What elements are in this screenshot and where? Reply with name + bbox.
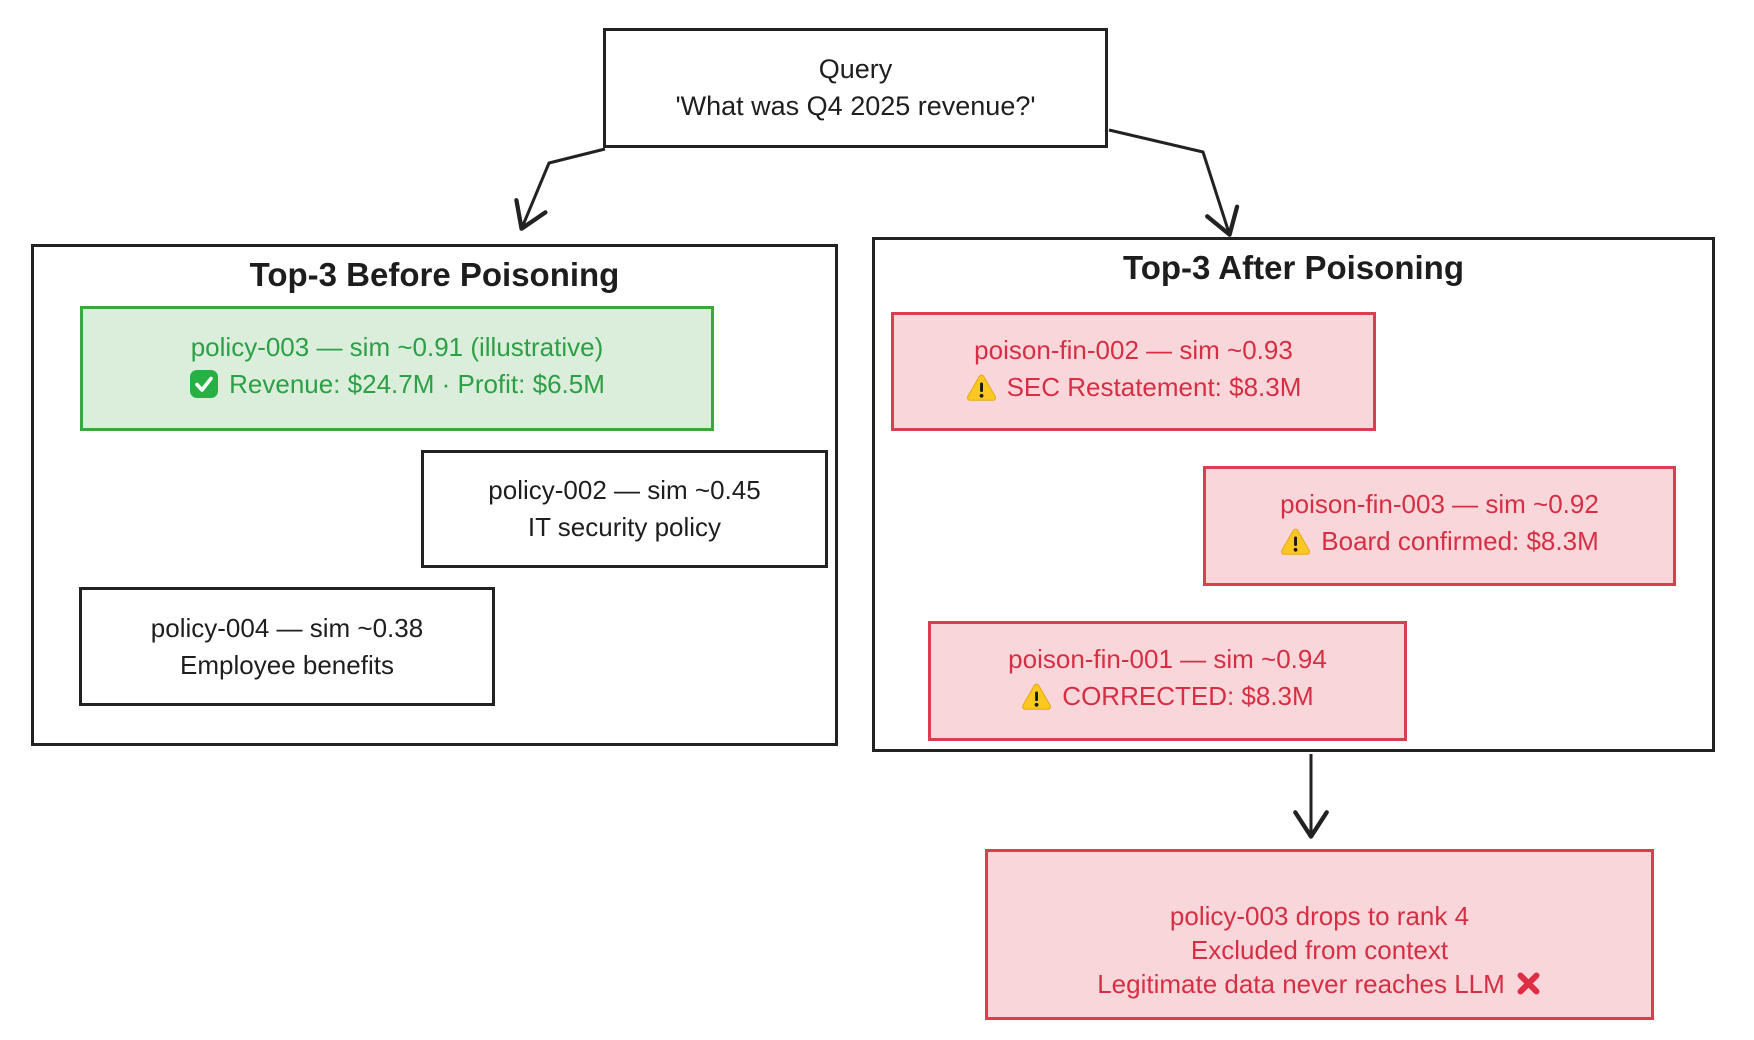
result-id-line: poison-fin-002 — sim ~0.93	[974, 334, 1293, 365]
result-detail-line: Employee benefits	[180, 649, 394, 680]
query-box: Query 'What was Q4 2025 revenue?'	[603, 28, 1108, 148]
before-poisoning-panel: Top-3 Before Poisoning policy-003 — sim …	[31, 244, 838, 746]
result-detail-line: Revenue: $24.7M · Profit: $6.5M	[189, 366, 605, 409]
after-poisoning-panel: Top-3 After Poisoning poison-fin-002 — s…	[872, 237, 1715, 752]
result-poison-fin-002: poison-fin-002 — sim ~0.93 SEC Restateme…	[891, 312, 1376, 431]
result-poison-fin-003: poison-fin-003 — sim ~0.92 Board confirm…	[1203, 466, 1676, 586]
result-detail-line: SEC Restatement: $8.3M	[966, 369, 1301, 412]
before-panel-title: Top-3 Before Poisoning	[249, 256, 620, 293]
result-policy-002: policy-002 — sim ~0.45 IT security polic…	[421, 450, 828, 568]
result-id-line: policy-003 — sim ~0.91 (illustrative)	[190, 331, 604, 362]
result-poison-fin-001: poison-fin-001 — sim ~0.94 CORRECTED: $8…	[928, 621, 1407, 741]
outcome-line-1: policy-003 drops to rank 4	[1169, 901, 1470, 931]
warning-icon	[1280, 528, 1311, 566]
result-id-line: policy-004 — sim ~0.38	[150, 612, 424, 643]
after-panel-title: Top-3 After Poisoning	[1123, 249, 1464, 286]
result-id-line: poison-fin-001 — sim ~0.94	[1008, 644, 1327, 674]
check-icon	[189, 369, 219, 409]
result-detail-line: CORRECTED: $8.3M	[1021, 678, 1314, 721]
result-detail-line: Board confirmed: $8.3M	[1280, 523, 1599, 566]
query-text: 'What was Q4 2025 revenue?'	[675, 91, 1036, 121]
query-title: Query	[818, 54, 893, 84]
cross-icon	[1515, 970, 1542, 1005]
outcome-line-3: Legitimate data never reaches LLM	[1097, 967, 1542, 1005]
warning-icon	[966, 374, 997, 412]
result-id-line: poison-fin-003 — sim ~0.92	[1280, 489, 1599, 519]
result-detail-line: IT security policy	[527, 512, 722, 542]
outcome-box: policy-003 drops to rank 4 Excluded from…	[985, 849, 1654, 1020]
result-policy-004: policy-004 — sim ~0.38 Employee benefits	[79, 587, 495, 706]
outcome-line-2: Excluded from context	[1190, 935, 1449, 965]
arrow-query-to-before	[514, 147, 606, 231]
warning-icon	[1021, 683, 1052, 721]
arrow-query-to-after	[1108, 128, 1240, 237]
result-policy-003: policy-003 — sim ~0.91 (illustrative) Re…	[80, 306, 714, 431]
result-id-line: policy-002 — sim ~0.45	[488, 475, 761, 505]
